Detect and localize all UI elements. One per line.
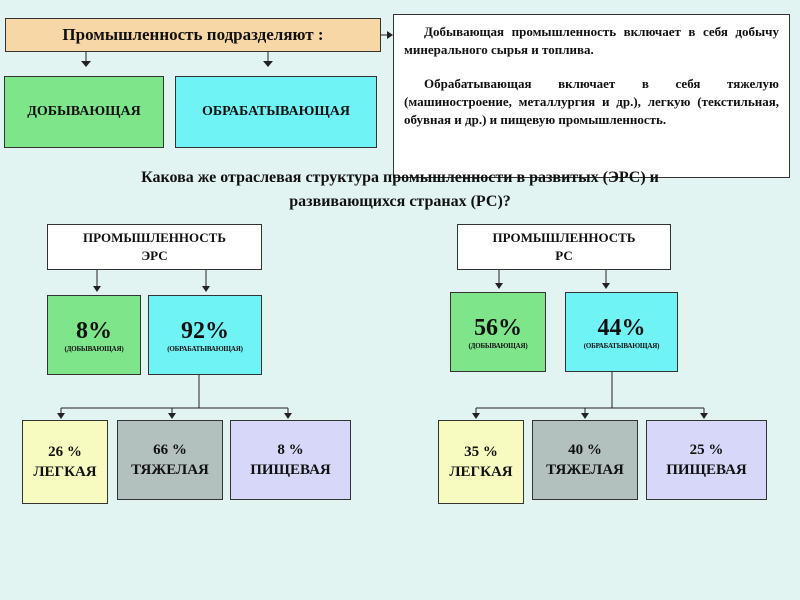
info-box: Добывающая промышленность включает в себ…	[393, 14, 790, 178]
rs-heavy-percent: 40 %	[568, 442, 602, 458]
ers-heavy-percent: 66 %	[153, 442, 187, 458]
branch-extractive-box: ДОБЫВАЮЩАЯ	[4, 76, 164, 148]
arrow-down-icon	[284, 413, 292, 419]
branch-manufacturing-box: ОБРАБАТЫВАЮЩАЯ	[175, 76, 377, 148]
ers-title-line-1: ПРОМЫШЛЕННОСТЬ	[83, 230, 226, 245]
rs-light-box: 35 % ЛЕГКАЯ	[438, 420, 524, 504]
arrow-down-icon	[700, 413, 708, 419]
ers-title-line-2: ЭРС	[141, 248, 168, 263]
question-line-1: Какова же отраслевая структура промышлен…	[141, 169, 659, 186]
ers-heavy-box: 66 % ТЯЖЕЛАЯ	[117, 420, 223, 500]
ers-extractive-box: 8% (ДОБЫВАЮЩАЯ)	[47, 295, 141, 375]
arrow-down-icon	[263, 61, 273, 67]
ers-food-percent: 8 %	[277, 442, 304, 458]
rs-heavy-label: ТЯЖЕЛАЯ	[546, 462, 624, 478]
arrow-down-icon	[81, 61, 91, 67]
ers-extractive-percent: 8%	[76, 318, 112, 344]
arrow-down-icon	[495, 283, 503, 289]
arrow-down-icon	[57, 413, 65, 419]
ers-food-box: 8 % ПИЩЕВАЯ	[230, 420, 351, 500]
ers-light-percent: 26 %	[48, 444, 82, 460]
ers-food-label: ПИЩЕВАЯ	[250, 462, 331, 478]
ers-extractive-label: (ДОБЫВАЮЩАЯ)	[64, 345, 124, 353]
question-line-2: развивающихся странах (РС)?	[289, 193, 511, 210]
ers-industry-box: ПРОМЫШЛЕННОСТЬ ЭРС	[47, 224, 262, 270]
rs-extractive-percent: 56%	[474, 315, 522, 341]
arrow-down-icon	[581, 413, 589, 419]
rs-title-line-2: РС	[555, 248, 573, 263]
rs-light-percent: 35 %	[464, 444, 498, 460]
arrow-down-icon	[202, 286, 210, 292]
info-paragraph-manufacturing: Обрабатывающая включает в себя тяжелую (…	[404, 76, 779, 127]
ers-manufacturing-box: 92% (ОБРАБАТЫВАЮЩАЯ)	[148, 295, 262, 375]
branch-manufacturing-label: ОБРАБАТЫВАЮЩАЯ	[202, 104, 350, 119]
ers-heavy-label: ТЯЖЕЛАЯ	[131, 462, 209, 478]
rs-heavy-box: 40 % ТЯЖЕЛАЯ	[532, 420, 638, 500]
arrow-down-icon	[472, 413, 480, 419]
rs-manufacturing-label: (ОБРАБАТЫВАЮЩАЯ)	[583, 342, 660, 350]
question-text: Какова же отраслевая структура промышлен…	[20, 166, 780, 214]
rs-food-box: 25 % ПИЩЕВАЯ	[646, 420, 767, 500]
ers-manufacturing-percent: 92%	[181, 318, 229, 344]
header-title: Промышленность подразделяют :	[62, 25, 324, 44]
rs-extractive-box: 56% (ДОБЫВАЮЩАЯ)	[450, 292, 546, 372]
rs-extractive-label: (ДОБЫВАЮЩАЯ)	[468, 342, 528, 350]
info-paragraph-extractive: Добывающая промышленность включает в себ…	[404, 24, 779, 57]
arrow-down-icon	[93, 286, 101, 292]
rs-title-line-1: ПРОМЫШЛЕННОСТЬ	[492, 230, 636, 245]
header-box: Промышленность подразделяют :	[5, 18, 381, 52]
ers-manufacturing-label: (ОБРАБАТЫВАЮЩАЯ)	[167, 345, 243, 353]
arrow-down-icon	[168, 413, 176, 419]
rs-manufacturing-box: 44% (ОБРАБАТЫВАЮЩАЯ)	[565, 292, 678, 372]
arrow-right-icon	[387, 31, 393, 39]
rs-manufacturing-percent: 44%	[597, 315, 646, 341]
arrow-down-icon	[602, 283, 610, 289]
ers-light-label: ЛЕГКАЯ	[33, 464, 97, 480]
branch-extractive-label: ДОБЫВАЮЩАЯ	[27, 104, 141, 119]
rs-light-label: ЛЕГКАЯ	[449, 464, 513, 480]
ers-light-box: 26 % ЛЕГКАЯ	[22, 420, 108, 504]
rs-industry-box: ПРОМЫШЛЕННОСТЬ РС	[457, 224, 671, 270]
rs-food-label: ПИЩЕВАЯ	[666, 462, 747, 478]
rs-food-percent: 25 %	[689, 442, 724, 458]
